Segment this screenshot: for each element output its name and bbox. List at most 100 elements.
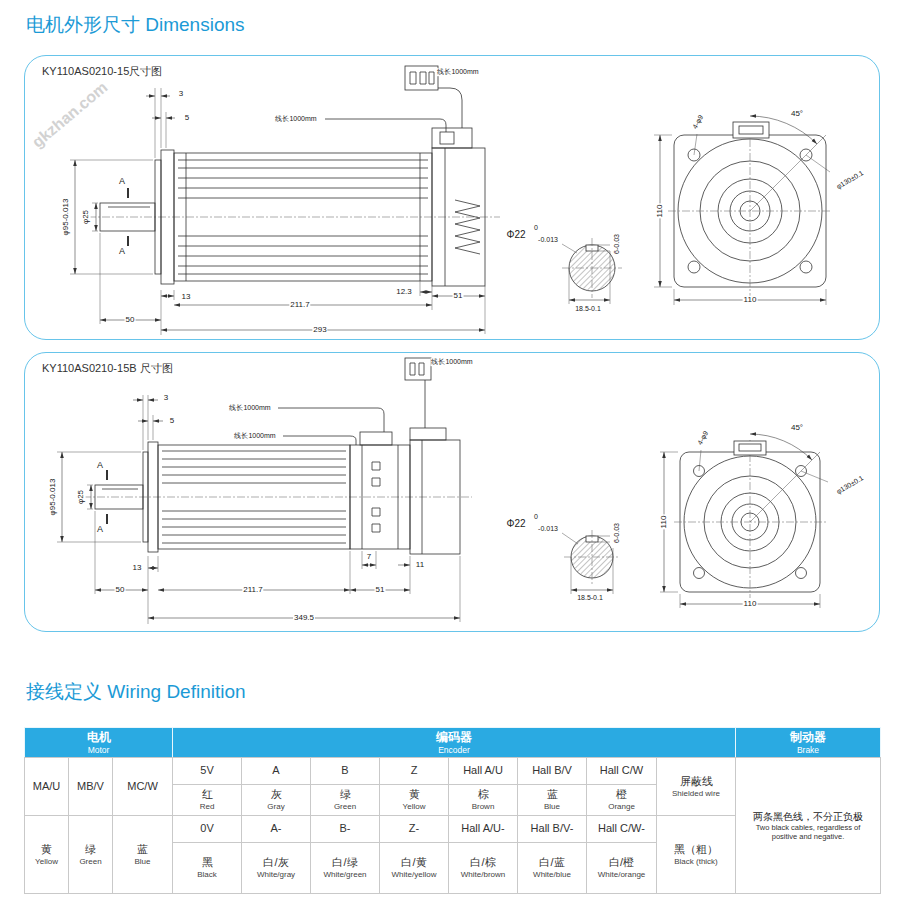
cell-text: 白/绿 xyxy=(332,856,357,870)
motor-side-view-part xyxy=(410,72,434,84)
flange-end-view-part xyxy=(750,116,817,144)
table-cell: B xyxy=(310,757,380,785)
flange-end-view-part xyxy=(694,568,705,579)
cell-text: Gray xyxy=(267,802,284,812)
cell-text: Black (thick) xyxy=(674,857,718,867)
cell-text: Shielded wire xyxy=(672,789,720,799)
brake-motor-side-view-part xyxy=(148,442,158,552)
brake-motor-side-view-part xyxy=(283,436,356,445)
dimension-label: φ25 xyxy=(77,489,86,505)
cell-text: 黑 xyxy=(202,856,213,870)
dimension-lines-part xyxy=(398,565,410,566)
cell-text: Green xyxy=(79,857,101,867)
brake-motor-side-view-part xyxy=(106,470,108,524)
cell-text: Yellow xyxy=(403,802,426,812)
table-cell: 白/橙White/orange xyxy=(586,842,657,894)
brake-motor-side-view-part xyxy=(158,445,350,549)
dimension-label: φ95-0.013 xyxy=(49,478,58,517)
dimension-label: 0 xyxy=(533,513,539,521)
brake-motor-side-view xyxy=(83,358,472,554)
cell-text: 白/黄 xyxy=(401,856,426,870)
cell-text: 电机 xyxy=(87,730,111,744)
flange-end-view-part xyxy=(654,134,830,305)
dimension-label: 11 xyxy=(415,561,425,570)
brake-motor-side-view-part xyxy=(162,451,346,543)
dimension-lines-part xyxy=(96,203,97,231)
table-cell: A- xyxy=(241,815,311,843)
table-cell: Hall B/V- xyxy=(517,815,587,843)
dimension-label: 线长1000mm xyxy=(228,404,271,412)
dimension-label: 线长1000mm xyxy=(274,115,317,123)
table-cell: 白/灰White/gray xyxy=(241,842,311,894)
motor-side-view-part xyxy=(445,148,446,286)
cell-text: Blue xyxy=(134,857,150,867)
dimension-label: 45° xyxy=(790,424,804,433)
cell-text: Green xyxy=(334,802,356,812)
flange-end-view-part xyxy=(688,261,700,273)
cell-text: 编码器 xyxy=(436,730,472,744)
flange-end-view xyxy=(660,434,828,608)
motor-side-view-part xyxy=(155,160,161,274)
cell-text: White/brown xyxy=(461,870,505,880)
flange-end-view-part xyxy=(750,434,812,460)
watermark: gkzhan.com xyxy=(29,78,111,151)
brake-motor-side-view-part xyxy=(425,380,426,428)
dimension-label: 3 xyxy=(178,90,184,99)
cell-text: White/blue xyxy=(533,870,571,880)
motor-side-view-part xyxy=(455,200,480,254)
cell-text: White/orange xyxy=(598,870,646,880)
dimension-label: 3 xyxy=(163,394,169,403)
brake-motor-side-view-part xyxy=(278,408,384,432)
cell-text: A xyxy=(272,764,279,778)
cell-text: 蓝 xyxy=(547,788,558,802)
dimension-label: 110 xyxy=(656,204,665,219)
brake-motor-side-view-part xyxy=(405,358,431,380)
table-cell: MA/U xyxy=(24,757,69,816)
cell-text: Hall A/U xyxy=(463,764,503,778)
table-cell: Z xyxy=(379,757,449,785)
table-cell: A xyxy=(241,757,311,785)
cell-text: 黑（粗） xyxy=(674,843,718,857)
dimension-lines-part xyxy=(420,292,432,293)
table-cell: 白/黄White/yellow xyxy=(379,842,449,894)
cell-text: B xyxy=(341,764,348,778)
table-cell: 绿Green xyxy=(68,815,113,894)
dimension-label: 7 xyxy=(366,553,372,562)
dimension-lines-part xyxy=(166,118,175,119)
dimension-label: φ95-0.013 xyxy=(62,198,71,237)
table-header-cell: 电机Motor xyxy=(24,727,173,758)
dimension-label: Φ22 xyxy=(505,229,526,240)
cell-text: Motor xyxy=(88,745,110,755)
cell-text: 白/橙 xyxy=(609,856,634,870)
dimension-label: A xyxy=(118,177,126,187)
flange-end-view-part xyxy=(800,261,812,273)
cell-text: Yellow xyxy=(35,857,58,867)
brake-motor-side-view-part xyxy=(422,440,423,554)
dimension-label: -0.013 xyxy=(537,236,559,244)
table-cell: MB/V xyxy=(68,757,113,816)
dimension-lines-part xyxy=(133,400,143,401)
cell-text: 红 xyxy=(202,788,213,802)
motor-side-view xyxy=(88,66,500,286)
flange-end-view-part xyxy=(660,450,828,608)
shaft-section-part xyxy=(562,244,610,304)
dimension-lines-part xyxy=(75,160,76,274)
cell-text: White/green xyxy=(323,870,366,880)
cell-text: Encoder xyxy=(438,745,470,755)
cell-text: Hall B/V xyxy=(532,764,572,778)
table-cell: 白/棕White/brown xyxy=(448,842,518,894)
dimension-label: A xyxy=(96,525,104,535)
table-cell: MC/W xyxy=(112,757,173,816)
dimension-lines-part xyxy=(62,452,63,542)
shaft-section-part xyxy=(571,590,613,591)
dimension-lines xyxy=(70,88,485,335)
brake-motor-side-view-part xyxy=(95,485,143,509)
flange-end-view-part xyxy=(796,568,807,579)
dimension-lines-part xyxy=(57,395,460,624)
table-cell: Hall A/U xyxy=(448,757,518,785)
dimension-lines-part xyxy=(91,485,92,509)
cell-text: MA/U xyxy=(33,780,61,794)
cell-text: Brake xyxy=(797,745,819,755)
dimension-label: 110 xyxy=(743,296,758,305)
table-cell: Z- xyxy=(379,815,449,843)
